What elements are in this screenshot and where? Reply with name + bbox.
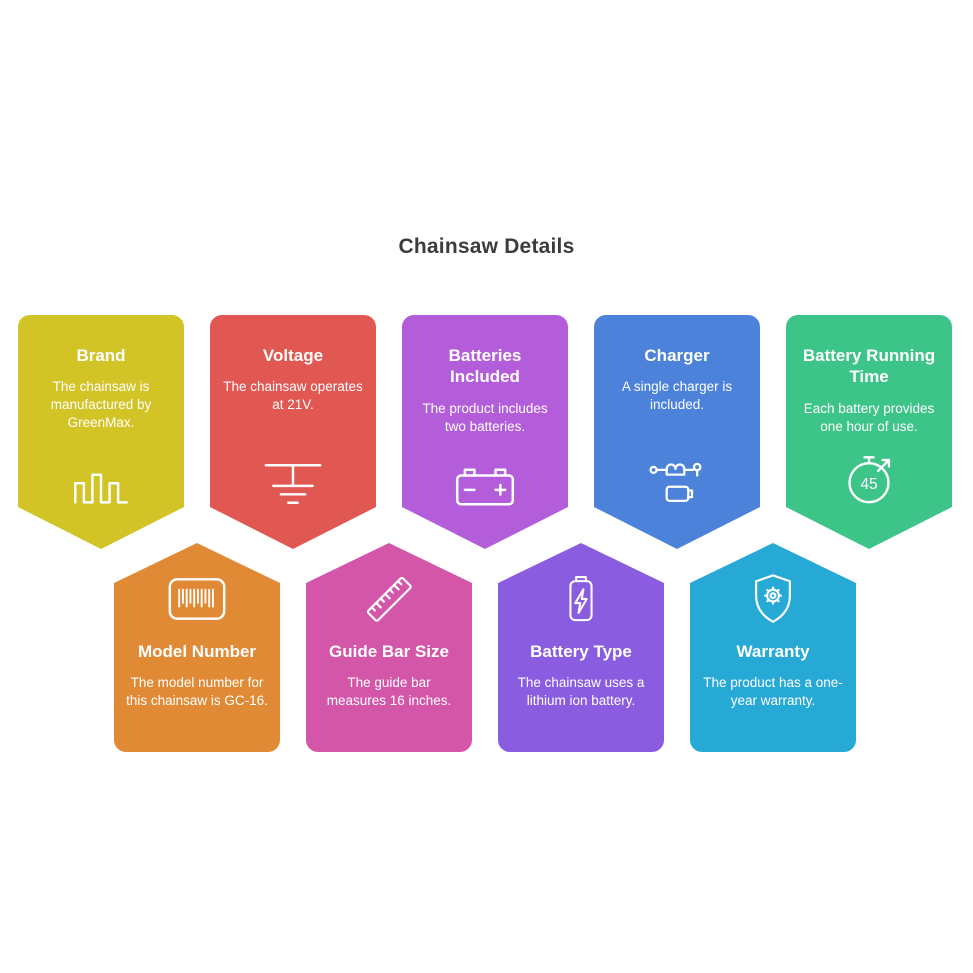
car-battery-icon bbox=[454, 463, 516, 509]
card-title: Batteries Included bbox=[448, 346, 522, 387]
ruler-icon bbox=[360, 569, 418, 629]
card-title: Battery Running Time bbox=[802, 346, 936, 387]
ground-icon bbox=[263, 459, 323, 509]
card-body bbox=[690, 583, 856, 752]
card-charger: Charger A single charger is included. bbox=[594, 315, 760, 549]
card-desc: The guide bar measures 16 inches. bbox=[326, 675, 452, 709]
card-title: Warranty bbox=[736, 642, 810, 661]
battery-bolt-icon bbox=[555, 569, 607, 629]
card-desc: A single charger is included. bbox=[621, 379, 733, 413]
card-title: Battery Type bbox=[530, 642, 632, 661]
card-desc: The product has a one-year warranty. bbox=[703, 675, 843, 709]
card-title: Charger bbox=[644, 346, 710, 365]
card-body bbox=[306, 583, 472, 752]
shield-gear-icon bbox=[746, 569, 800, 629]
page-title: Chainsaw Details bbox=[398, 235, 575, 258]
card-body bbox=[114, 583, 280, 752]
card-desc: The chainsaw uses a lithium ion battery. bbox=[517, 675, 645, 709]
card-desc: The product includes two batteries. bbox=[422, 400, 548, 434]
card-title: Guide Bar Size bbox=[329, 642, 449, 661]
card-body bbox=[498, 583, 664, 752]
card-model-number: Model Number The model number for this c… bbox=[114, 543, 280, 752]
card-desc: The chainsaw operates at 21V. bbox=[223, 379, 363, 413]
card-title: Voltage bbox=[262, 346, 324, 365]
timer-45-icon: 45 bbox=[840, 451, 898, 509]
card-guide-bar-size: Guide Bar Size The guide bar measures 16… bbox=[306, 543, 472, 752]
card-title: Brand bbox=[76, 346, 126, 365]
card-battery-type: Battery Type The chainsaw uses a lithium… bbox=[498, 543, 664, 752]
card-battery-running-time: Battery Running Time Each battery provid… bbox=[786, 315, 952, 549]
timer-value: 45 bbox=[860, 476, 877, 493]
card-batteries-included: Batteries Included The product includes … bbox=[402, 315, 568, 549]
waveform-icon bbox=[72, 469, 130, 509]
barcode-icon bbox=[167, 569, 227, 629]
card-warranty: Warranty The product has a one-year warr… bbox=[690, 543, 856, 752]
charger-cable-icon bbox=[647, 457, 707, 509]
card-brand: Brand The chainsaw is manufactured by Gr… bbox=[18, 315, 184, 549]
card-title: Model Number bbox=[137, 642, 257, 661]
card-voltage: Voltage The chainsaw operates at 21V. bbox=[210, 315, 376, 549]
card-desc: Each battery provides one hour of use. bbox=[803, 400, 935, 434]
card-desc: The model number for this chainsaw is GC… bbox=[126, 675, 268, 709]
card-desc: The chainsaw is manufactured by GreenMax… bbox=[50, 379, 152, 431]
card-body bbox=[786, 315, 952, 507]
